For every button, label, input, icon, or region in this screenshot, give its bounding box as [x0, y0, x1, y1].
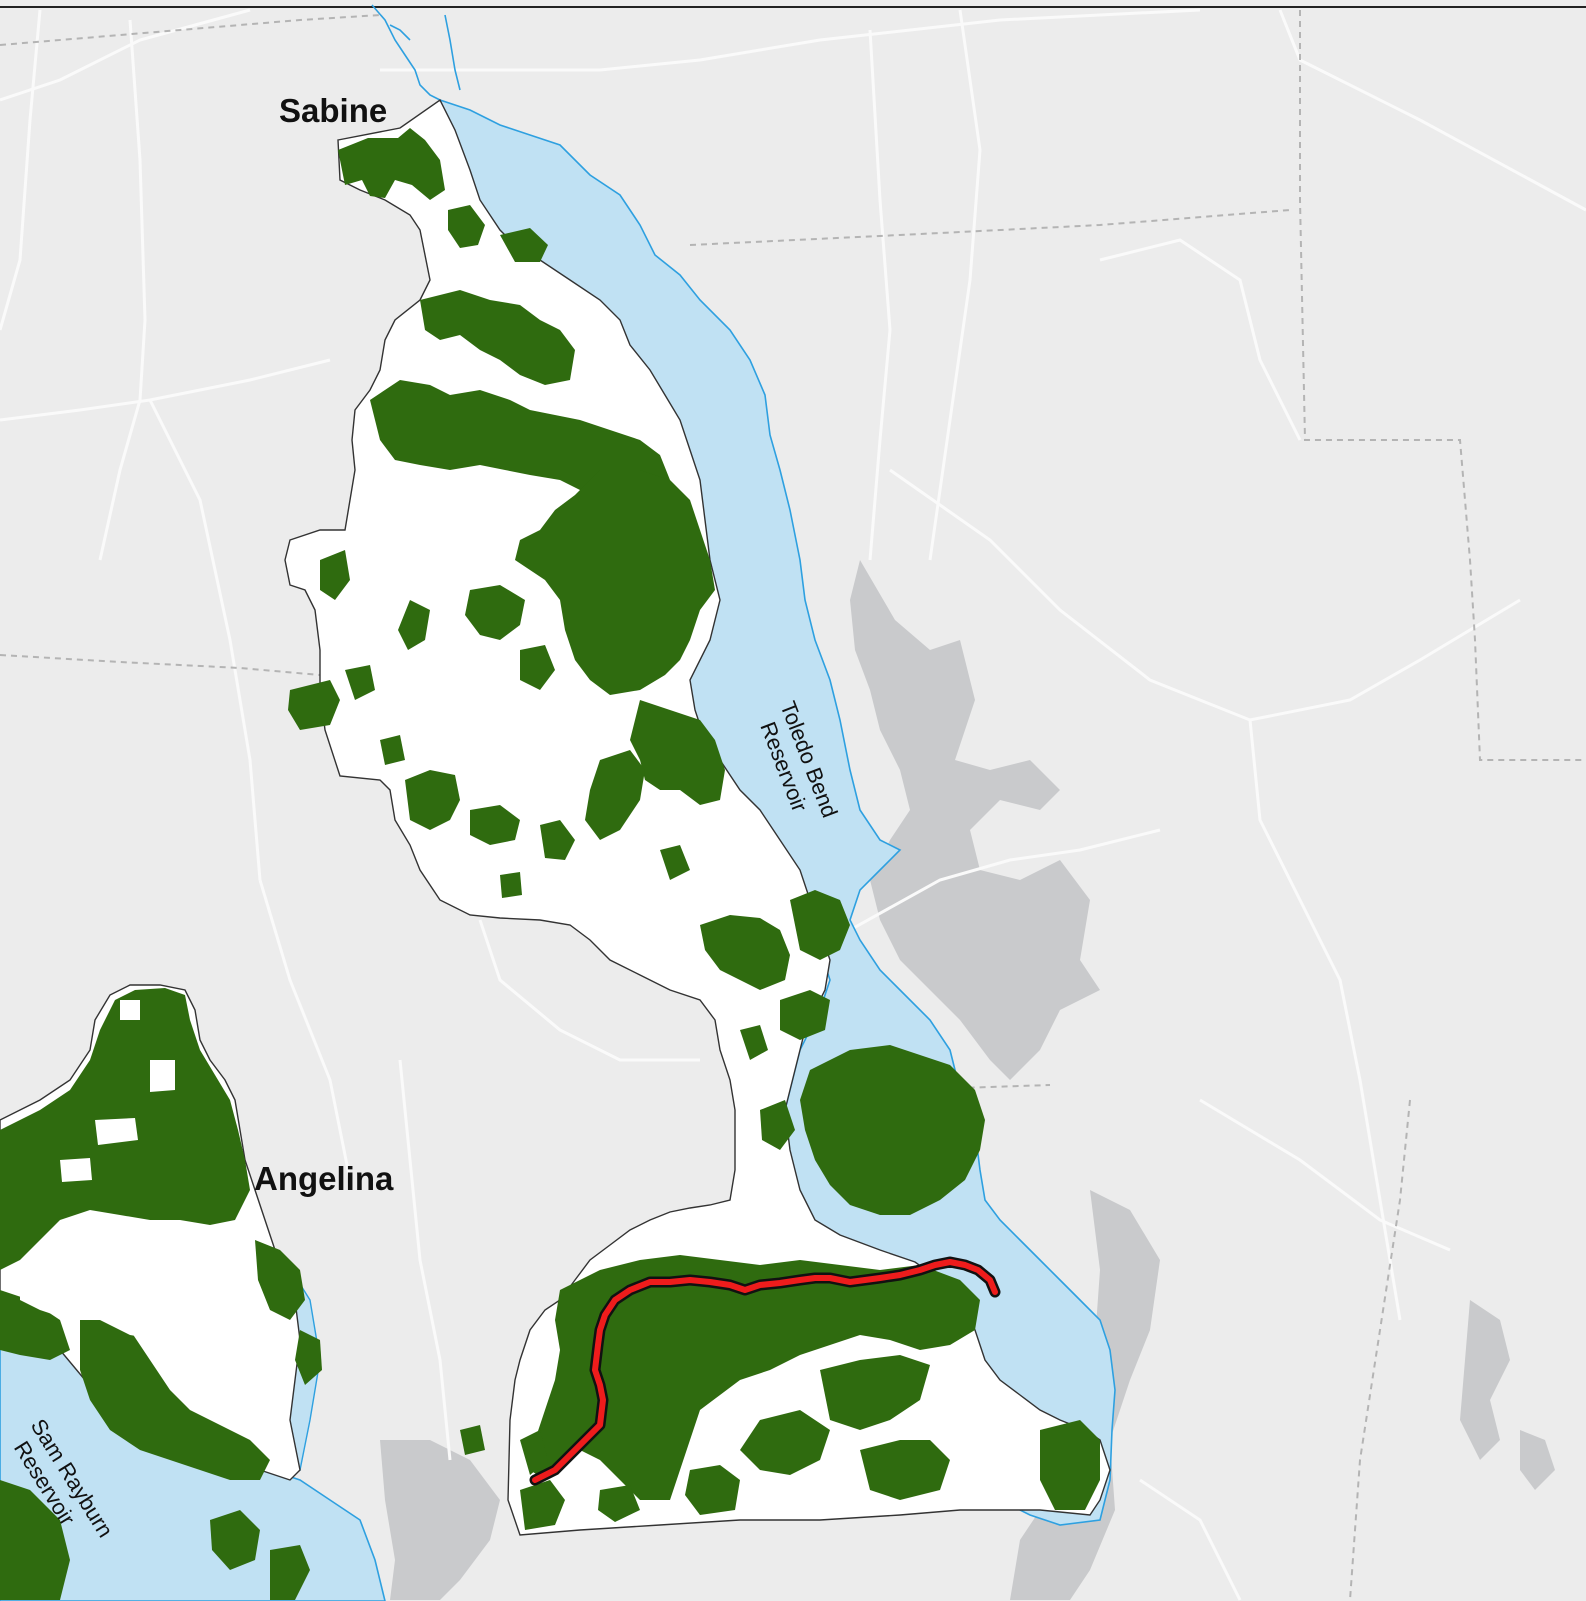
angelina-inholdings [20, 1000, 255, 1340]
angelina-label: Angelina [254, 1160, 394, 1197]
sabine-river [371, 4, 461, 101]
trail-line [532, 1259, 998, 1483]
roads [0, 8, 1586, 1601]
trail-route[interactable] [529, 1256, 1001, 1486]
forest-cover-sabine [288, 128, 1100, 1530]
sabine-label: Sabine [279, 92, 387, 129]
